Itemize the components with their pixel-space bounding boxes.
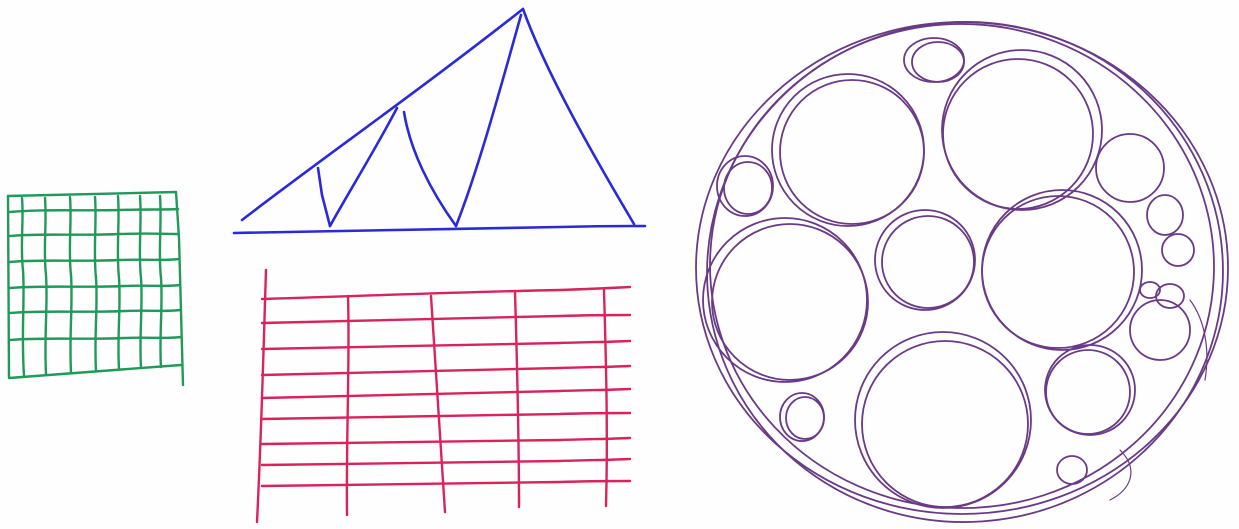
blue-triangle-sketch — [234, 9, 645, 233]
green-grid-sketch — [8, 192, 183, 385]
purple-circle-packing-sketch — [690, 5, 1239, 529]
red-grid-sketch — [257, 270, 630, 522]
